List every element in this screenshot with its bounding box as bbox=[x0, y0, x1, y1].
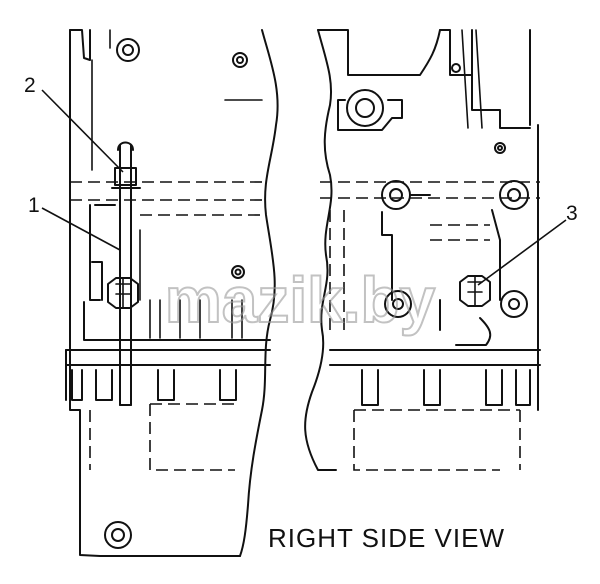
tube-clamp-bolt bbox=[107, 277, 139, 309]
view-caption: RIGHT SIDE VIEW bbox=[268, 523, 505, 553]
dipstick-support-bolt bbox=[459, 275, 491, 307]
callout-2: 2 bbox=[24, 74, 36, 97]
watermark: mazik.by bbox=[165, 264, 436, 336]
callout-1: 1 bbox=[28, 194, 40, 217]
dipstick-tube bbox=[111, 141, 141, 406]
left-engine-block bbox=[65, 29, 279, 557]
leader-line-2 bbox=[41, 89, 124, 173]
leader-line-1 bbox=[41, 207, 121, 251]
leader-line-3 bbox=[477, 219, 567, 286]
callout-3: 3 bbox=[566, 202, 578, 225]
right-engine-block bbox=[304, 29, 541, 471]
